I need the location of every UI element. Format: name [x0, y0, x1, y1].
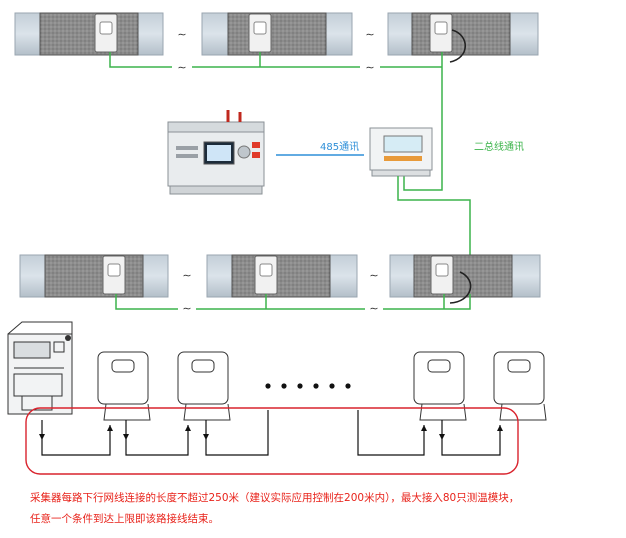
busbar-segment-bottom-3 [389, 254, 541, 304]
two-bus-line-down [397, 176, 471, 294]
data-collector [167, 110, 265, 195]
break-mark: ∼ [365, 61, 374, 74]
busbar-segment-bottom-1 [19, 254, 169, 298]
continuation-dots [265, 383, 351, 389]
flow-arrows [39, 425, 503, 440]
bus-converter [369, 127, 433, 177]
note-line-2: 任意一个条件到达上限即该路接线结束。 [30, 513, 219, 525]
temperature-sensor [429, 13, 453, 53]
temperature-sensor [248, 13, 272, 53]
two-bus-line-bottom [115, 294, 471, 310]
break-mark: ∼ [177, 61, 186, 74]
temperature-module-1 [97, 351, 151, 421]
busbar-row-bottom: ∼ ∼ ∼ ∼ [19, 254, 541, 315]
note-line-1: 采集器每路下行网线连接的长度不超过250米（建议实际应用控制在200米内），最大… [30, 492, 520, 504]
busbar-segment-top-1 [14, 12, 164, 56]
temperature-sensor [254, 255, 278, 295]
two-bus-label: 二总线通讯 [474, 142, 524, 153]
break-mark: ∼ [182, 269, 191, 282]
busbar-row-top: ∼ ∼ ∼ ∼ [14, 12, 539, 74]
chain-wiring [41, 410, 501, 456]
busbar-segment-bottom-2 [206, 254, 358, 298]
temperature-sensor [94, 13, 118, 53]
temperature-module-2 [177, 351, 231, 421]
temperature-sensor [102, 255, 126, 295]
break-mark: ∼ [369, 269, 378, 282]
collector-device [7, 321, 73, 415]
rs485-label: 485通讯 [320, 142, 360, 153]
break-mark: ∼ [365, 28, 374, 41]
busbar-segment-top-2 [201, 12, 353, 56]
two-bus-line-top [109, 52, 443, 191]
temperature-module-3 [413, 351, 467, 421]
break-mark: ∼ [369, 302, 378, 315]
limit-boundary [25, 407, 519, 475]
break-mark: ∼ [182, 302, 191, 315]
break-mark: ∼ [177, 28, 186, 41]
temperature-sensor [430, 255, 454, 295]
temperature-module-4 [493, 351, 547, 421]
busbar-segment-top-3 [387, 12, 539, 63]
